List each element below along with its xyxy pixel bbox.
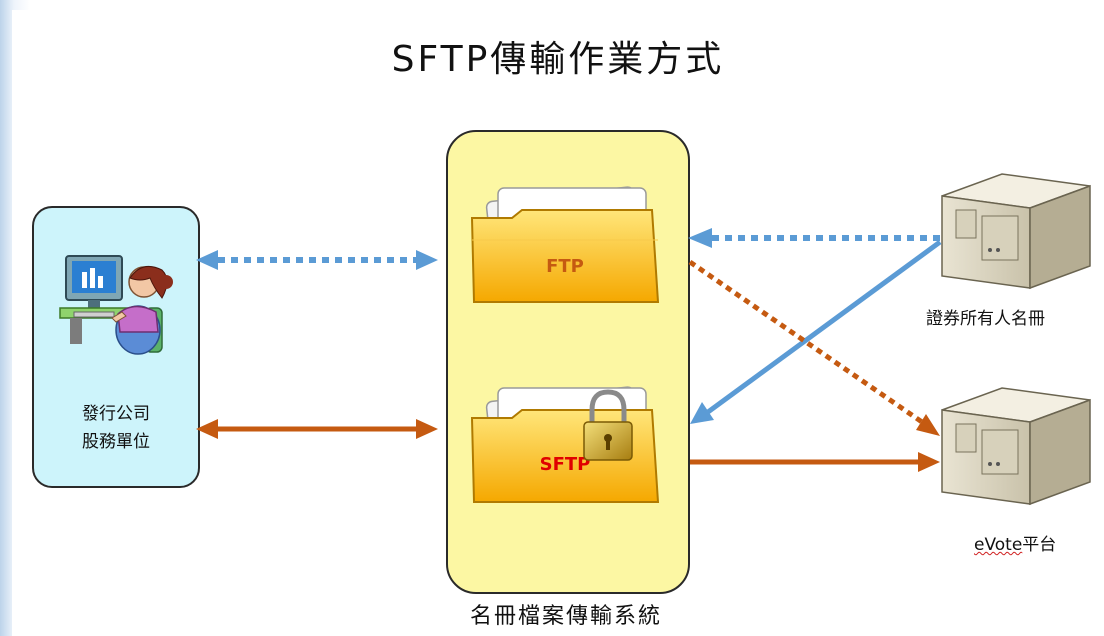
diagram-overlay: fJJ FTP SFTP [196,173,1091,506]
page-title: SFTP傳輸作業方式 [391,39,725,80]
evote-name: eVote [974,535,1023,555]
server-icon [941,173,1091,290]
sftp-folder-label: SFTP [540,454,591,475]
computer-user-icon [59,255,173,355]
sftp-to-evote-arrow [690,452,940,472]
issuer-label-line1: 發行公司 [82,404,150,424]
issuer-sftp-arrow [196,419,438,439]
evote-suffix: 平台 [1022,535,1057,555]
holders-to-ftp-arrow [688,228,940,248]
ftp-to-evote-arrow [688,259,940,436]
transfer-system-label: 名冊檔案傳輸系統 [469,604,662,629]
ftp-folder-icon: fJJ FTP [470,186,660,303]
issuer-ftp-arrow [196,250,438,270]
ftp-folder-label: FTP [546,256,584,277]
evote-server-label: eVote平台 [974,530,1056,555]
issuer-box: 發行公司 股務單位 [32,206,200,488]
server-icon [941,387,1091,506]
issuer-label-line2: 股務單位 [82,432,150,452]
issuer-label: 發行公司 股務單位 [34,400,198,456]
holders-server-label: 證券所有人名冊 [926,309,1045,329]
padlock-icon [583,389,633,461]
slide: SFTP傳輸作業方式 發行公司 股務單位 [12,10,1104,636]
holders-to-sftp-arrow [690,239,942,424]
